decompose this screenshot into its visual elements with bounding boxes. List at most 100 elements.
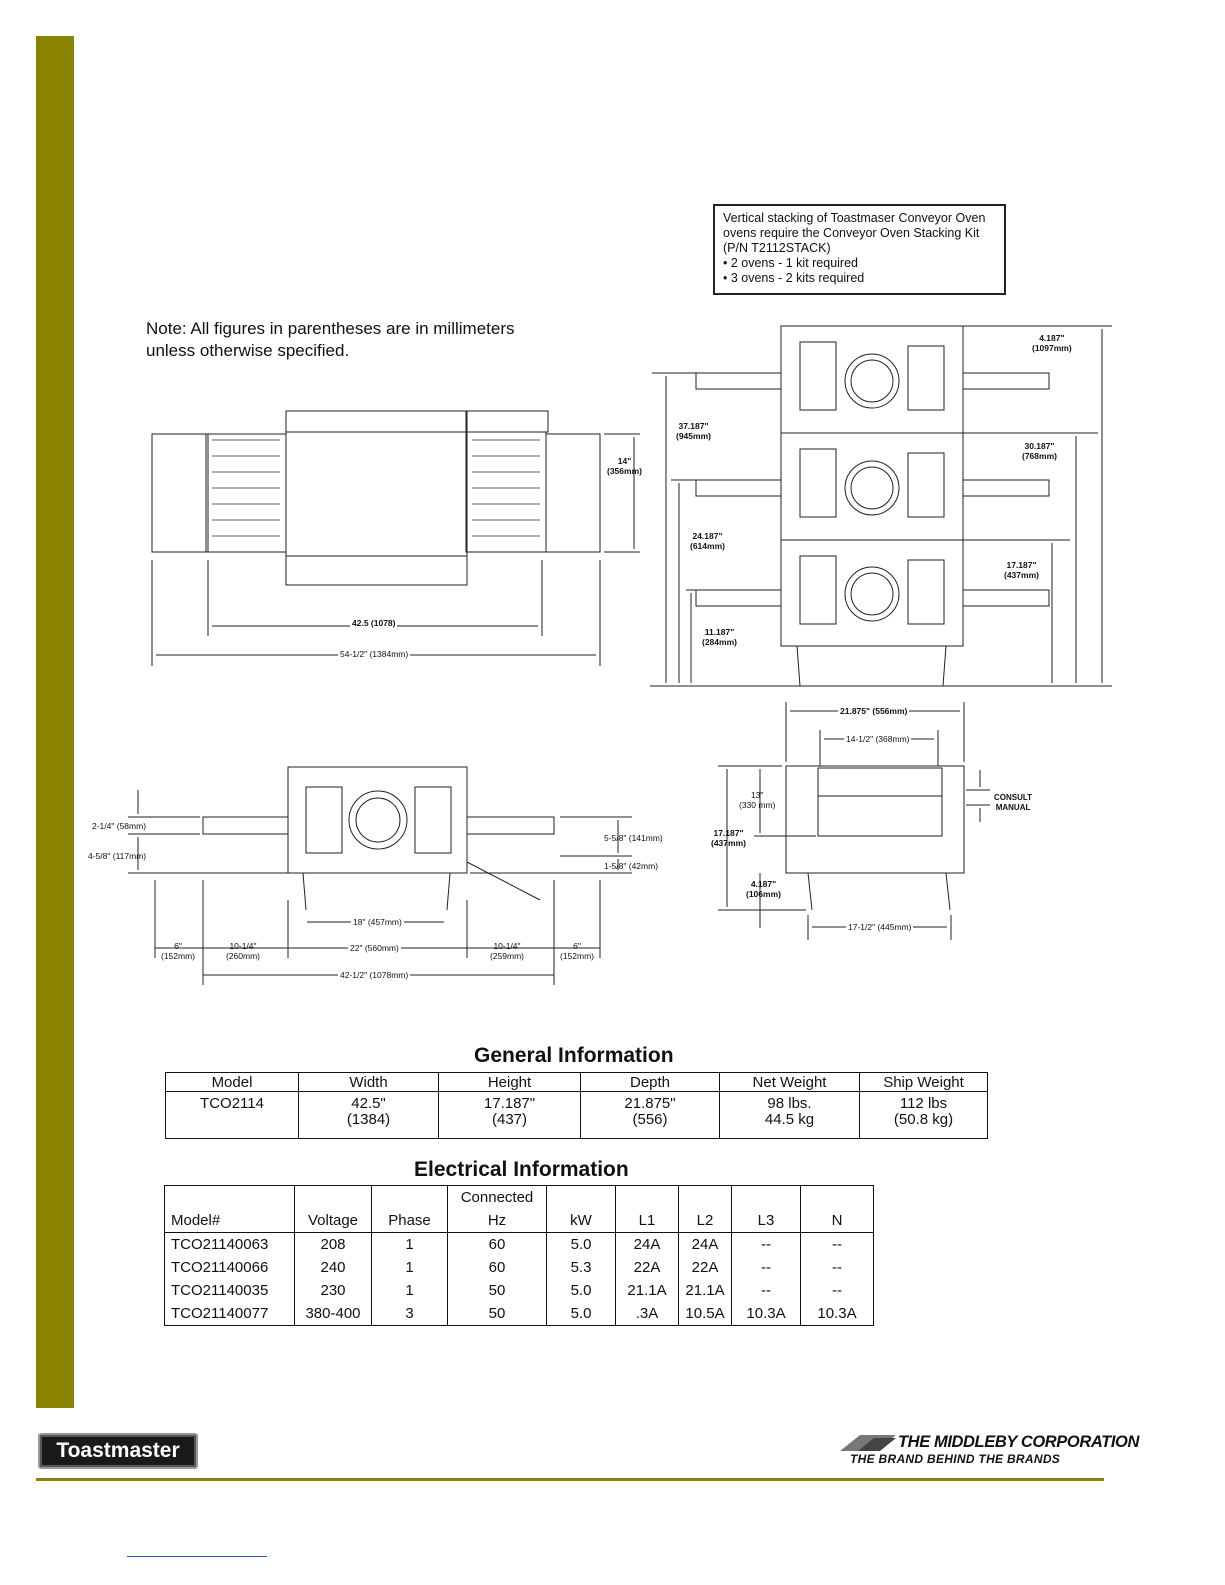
col-header: Net Weight <box>719 1072 860 1092</box>
stacking-kit-note: Vertical stacking of Toastmaser Conveyor… <box>713 204 1006 295</box>
stack-note-line: • 3 ovens - 2 kits required <box>723 271 865 285</box>
dim-label: 37.187"(945mm) <box>676 421 711 441</box>
dim-label: 24.187"(614mm) <box>690 531 725 551</box>
toastmaster-logo: Toastmaster <box>38 1433 198 1469</box>
table-cell: 112 lbs(50.8 kg) <box>859 1091 988 1139</box>
table-cell: -- <box>731 1256 801 1279</box>
table-row: TCO2114 42.5"(1384) 17.187"(437) 21.875"… <box>165 1091 988 1139</box>
table-cell: TCO21140066 <box>164 1256 295 1279</box>
dim-label: 54-1/2" (1384mm) <box>338 649 411 659</box>
table-cell: -- <box>731 1232 801 1256</box>
col-header: Phase <box>371 1185 448 1233</box>
electrical-info-title: Electrical Information <box>414 1158 629 1181</box>
table-cell: 17.187"(437) <box>438 1091 581 1139</box>
table-cell: 24A <box>678 1232 732 1256</box>
col-header: Voltage <box>294 1185 372 1233</box>
table-cell: -- <box>800 1256 874 1279</box>
table-cell: 1 <box>371 1256 448 1279</box>
dim-label: 14-1/2" (368mm) <box>844 734 912 744</box>
col-header: Model# <box>164 1185 295 1233</box>
table-cell: 10.5A <box>678 1302 732 1326</box>
dim-label: 1-5/8" (42mm) <box>604 861 659 871</box>
col-header: kW <box>546 1185 616 1233</box>
table-cell: 230 <box>294 1279 372 1302</box>
dim-label: 10-1/4"(260mm) <box>226 941 261 961</box>
dim-label: 6"(152mm) <box>560 941 595 961</box>
table-cell: .3A <box>615 1302 679 1326</box>
table-cell: 240 <box>294 1256 372 1279</box>
table-cell: 98 lbs.44.5 kg <box>719 1091 860 1139</box>
dim-label: 14"(356mm) <box>607 456 642 476</box>
table-cell: TCO21140063 <box>164 1232 295 1256</box>
table-cell: 21.875"(556) <box>580 1091 720 1139</box>
col-header: N <box>800 1185 874 1233</box>
dim-label: 11.187"(284mm) <box>702 627 737 647</box>
table-row: TCO21140077 380-400 3 50 5.0 .3A 10.5A 1… <box>164 1302 874 1326</box>
table-cell: TCO2114 <box>165 1091 299 1139</box>
col-header: L2 <box>678 1185 732 1233</box>
table-cell: 21.1A <box>615 1279 679 1302</box>
table-cell: 50 <box>447 1302 547 1326</box>
table-cell: 1 <box>371 1232 448 1256</box>
general-info-table: Model Width Height Depth Net Weight Ship… <box>165 1072 988 1139</box>
footer-divider <box>36 1478 1104 1481</box>
table-cell: -- <box>731 1279 801 1302</box>
mm-note-line: unless otherwise specified. <box>146 341 350 360</box>
table-cell: 22A <box>615 1256 679 1279</box>
table-cell: 5.0 <box>546 1232 616 1256</box>
col-header: Model <box>165 1072 299 1092</box>
dim-label: 17-1/2" (445mm) <box>846 922 914 932</box>
dim-label: 21.875" (556mm) <box>838 706 910 716</box>
dim-label: 4.187"(1097mm) <box>1032 333 1072 353</box>
col-header: Width <box>298 1072 439 1092</box>
stack-note-line: • 2 ovens - 1 kit required <box>723 256 858 270</box>
table-cell: -- <box>800 1232 874 1256</box>
dim-label: 42-1/2" (1078mm) <box>338 970 411 980</box>
table-row: TCO21140063 208 1 60 5.0 24A 24A -- -- <box>164 1232 874 1256</box>
dim-label: 17.187"(437mm) <box>711 828 746 848</box>
dim-label: 18" (457mm) <box>351 917 404 927</box>
millimeters-note: Note: All figures in parentheses are in … <box>146 318 515 362</box>
dim-label: 5-5/8" (141mm) <box>604 833 663 843</box>
col-header: Ship Weight <box>859 1072 988 1092</box>
table-header-row: Model Width Height Depth Net Weight Ship… <box>165 1072 988 1092</box>
stack-note-line: ovens require the Conveyor Oven Stacking… <box>723 226 980 240</box>
dim-label: 2-1/4" (58mm) <box>92 821 147 831</box>
table-cell: 208 <box>294 1232 372 1256</box>
dim-label: 6"(152mm) <box>161 941 196 961</box>
sidebar-accent-bar <box>36 36 74 1408</box>
dim-label: 10-1/4"(259mm) <box>490 941 525 961</box>
col-header: L1 <box>615 1185 679 1233</box>
table-cell: 22A <box>678 1256 732 1279</box>
link-underline <box>127 1556 267 1557</box>
col-header: L3 <box>731 1185 801 1233</box>
table-cell: 60 <box>447 1256 547 1279</box>
table-row: TCO21140066 240 1 60 5.3 22A 22A -- -- <box>164 1256 874 1279</box>
dimension-drawings <box>128 325 1112 985</box>
general-info-title: General Information <box>474 1044 674 1067</box>
dim-label: 30.187"(768mm) <box>1022 441 1057 461</box>
dim-label: 17.187"(437mm) <box>1004 560 1039 580</box>
table-cell: 5.0 <box>546 1279 616 1302</box>
table-cell: 3 <box>371 1302 448 1326</box>
stack-note-line: Vertical stacking of Toastmaser Conveyor… <box>723 211 986 225</box>
table-cell: 50 <box>447 1279 547 1302</box>
table-cell: 42.5"(1384) <box>298 1091 439 1139</box>
middleby-logo: THE MIDDLEBY CORPORATION THE BRAND BEHIN… <box>838 1433 1139 1469</box>
middleby-name: THE MIDDLEBY CORPORATION <box>898 1433 1139 1451</box>
table-cell: TCO21140035 <box>164 1279 295 1302</box>
table-row: TCO21140035 230 1 50 5.0 21.1A 21.1A -- … <box>164 1279 874 1302</box>
table-cell: -- <box>800 1279 874 1302</box>
table-cell: 10.3A <box>800 1302 874 1326</box>
table-cell: 60 <box>447 1232 547 1256</box>
table-cell: 5.0 <box>546 1302 616 1326</box>
stack-note-line: (P/N T2112STACK) <box>723 241 831 255</box>
table-cell: TCO21140077 <box>164 1302 295 1326</box>
table-cell: 24A <box>615 1232 679 1256</box>
dim-label: 4.187"(106mm) <box>746 879 781 899</box>
table-cell: 10.3A <box>731 1302 801 1326</box>
table-cell: 5.3 <box>546 1256 616 1279</box>
